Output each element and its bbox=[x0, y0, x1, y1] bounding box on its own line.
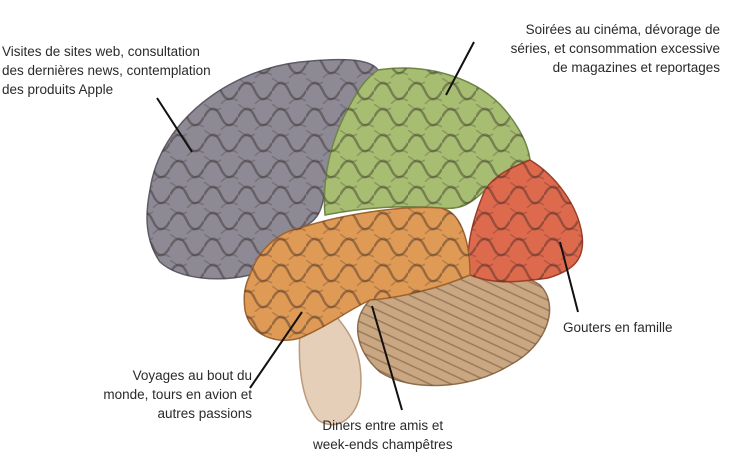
pointer-line-parietal bbox=[445, 41, 475, 96]
label-occipital-line: Gouters en famille bbox=[563, 320, 673, 335]
pointer-line-temporal bbox=[249, 311, 303, 389]
pointer-line-frontal bbox=[156, 97, 193, 153]
label-cerebellum-line: Diners entre amis et bbox=[322, 418, 444, 433]
pointer-line-occipital bbox=[559, 241, 579, 313]
brainstem-region bbox=[298, 309, 362, 426]
label-cerebellum: Diners entre amis et week-ends champêtre… bbox=[313, 416, 453, 454]
parietal-lobe-texture bbox=[324, 68, 530, 215]
label-frontal-line: Visites de sites web, consultation bbox=[2, 44, 200, 59]
label-parietal-line: de magazines et reportages bbox=[552, 60, 720, 75]
label-temporal: Voyages au bout du monde, tours en avion… bbox=[103, 366, 252, 423]
label-temporal-line: monde, tours en avion et bbox=[103, 387, 252, 402]
occipital-lobe-texture bbox=[468, 160, 583, 282]
label-parietal-line: Soirées au cinéma, dévorage de bbox=[525, 22, 720, 37]
cerebellum-texture bbox=[357, 271, 550, 386]
temporal-lobe-texture bbox=[244, 207, 470, 341]
label-parietal-line: séries, et consommation excessive bbox=[510, 41, 720, 56]
label-frontal-line: des produits Apple bbox=[2, 82, 114, 97]
label-cerebellum-line: week-ends champêtres bbox=[313, 437, 453, 452]
pointer-line-cerebellum bbox=[371, 305, 403, 411]
label-temporal-line: Voyages au bout du bbox=[132, 368, 252, 383]
label-frontal-line: des dernières news, contemplation bbox=[2, 63, 211, 78]
label-parietal: Soirées au cinéma, dévorage de séries, e… bbox=[511, 20, 720, 77]
label-frontal: Visites de sites web, consultation des d… bbox=[2, 42, 211, 99]
frontal-lobe-texture bbox=[147, 59, 378, 279]
label-occipital: Gouters en famille bbox=[563, 318, 673, 337]
label-temporal-line: autres passions bbox=[157, 406, 252, 421]
